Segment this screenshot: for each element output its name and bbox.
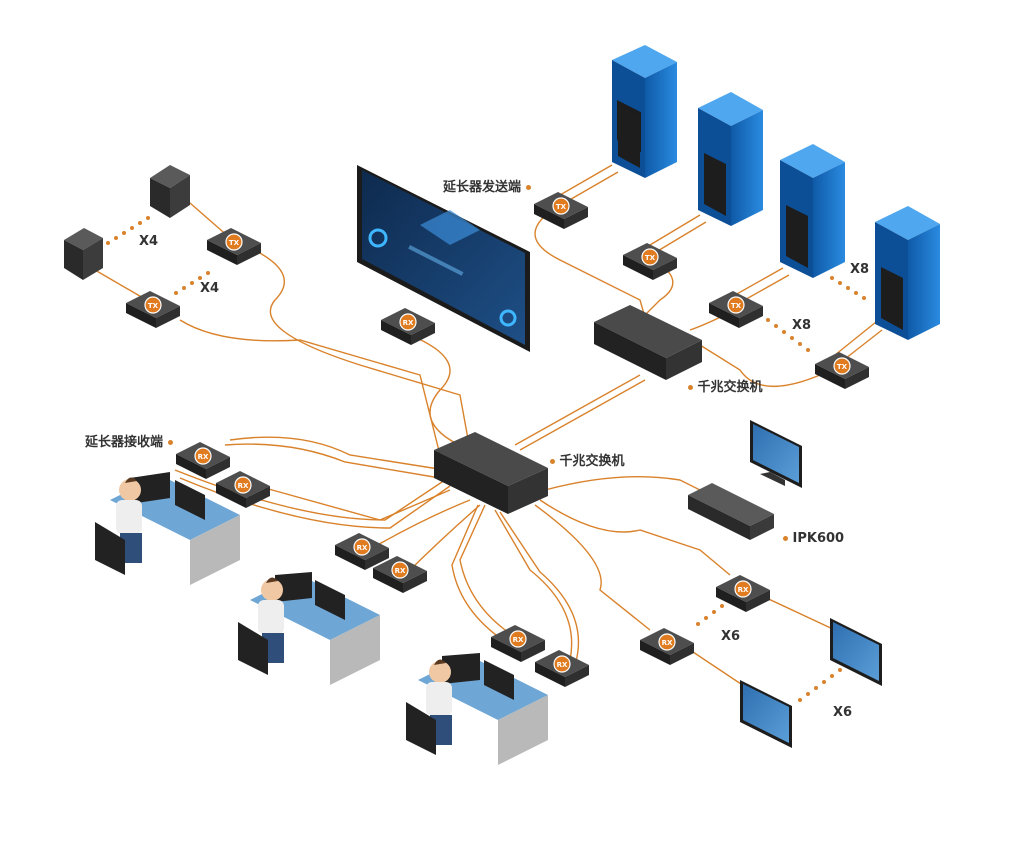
tx-extender-box: TX: [534, 192, 588, 229]
rx-extender-box: RX: [491, 625, 545, 662]
video-wall: [357, 165, 530, 352]
rx-badge-label: RX: [662, 639, 673, 647]
label-switch-main: 千兆交换机: [550, 450, 625, 469]
multiplier-srv2: X8: [792, 318, 812, 333]
rx-badge-icon: [553, 655, 571, 673]
workstation-2: [238, 572, 380, 685]
rx-badge-label: RX: [738, 586, 749, 594]
tx-badge-icon: [727, 296, 745, 314]
tx-badge-icon: [225, 233, 243, 251]
label-tx-end: 延长器发送端: [443, 176, 531, 195]
tx-extender-box: TX: [815, 352, 869, 389]
rx-badge-icon: [734, 580, 752, 598]
workstation-1: [95, 472, 240, 585]
tx-badge-label: TX: [645, 254, 656, 262]
tx-badge-label: TX: [229, 239, 240, 247]
rx-badge-icon: [658, 633, 676, 651]
extender-boxes: TX TX RX TX TX TX TX RX RX RX RX RX RX RX RX: [126, 192, 869, 687]
rx-badge-label: RX: [403, 319, 414, 327]
rx-badge-label: RX: [198, 453, 209, 461]
tx-badge-icon: [144, 296, 162, 314]
rx-badge-label: RX: [357, 544, 368, 552]
rx-extender-box: RX: [535, 650, 589, 687]
rx-extender-box: RX: [176, 442, 230, 479]
tx-extender-box: TX: [623, 243, 677, 280]
monitor: [740, 680, 792, 748]
rx-badge-icon: [194, 447, 212, 465]
monitor: [830, 618, 882, 686]
rx-extender-box: RX: [335, 533, 389, 570]
tx-extender-box: TX: [126, 291, 180, 328]
rx-badge-icon: [399, 313, 417, 331]
rx-badge-icon: [353, 538, 371, 556]
server-doors: [618, 105, 903, 330]
tx-badge-label: TX: [148, 302, 159, 310]
label-ipk600: IPK600: [783, 531, 844, 546]
pc-tower: [64, 228, 103, 280]
rx-badge-icon: [391, 561, 409, 579]
dotted-links: [106, 216, 866, 702]
rx-extender-box: RX: [640, 628, 694, 665]
rx-badge-label: RX: [513, 636, 524, 644]
multiplier-pc2: X4: [200, 281, 220, 296]
multiplier-monitor-right: X6: [833, 705, 853, 720]
rx-extender-box: RX: [381, 308, 435, 345]
tx-extender-box: TX: [207, 228, 261, 265]
tx-badge-icon: [833, 357, 851, 375]
multiplier-rx-right: X6: [721, 629, 741, 644]
switch-main: [434, 432, 548, 514]
pc-tower: [150, 165, 190, 218]
rx-badge-label: RX: [395, 567, 406, 575]
rx-badge-icon: [234, 476, 252, 494]
multiplier-srv1: X8: [850, 262, 870, 277]
tx-badge-label: TX: [731, 302, 742, 310]
rx-badge-label: RX: [557, 661, 568, 669]
workstation-3: [406, 653, 548, 765]
tx-badge-label: TX: [837, 363, 848, 371]
rx-extender-box: RX: [373, 556, 427, 593]
rx-extender-box: RX: [716, 575, 770, 612]
tx-badge-icon: [552, 197, 570, 215]
label-rx-end: 延长器接收端: [85, 431, 173, 450]
tx-badge-icon: [641, 248, 659, 266]
switch-top: [594, 305, 702, 380]
ipk600-device: [688, 483, 774, 540]
rx-badge-label: RX: [238, 482, 249, 490]
label-switch-top: 千兆交换机: [688, 376, 763, 395]
rx-badge-icon: [509, 630, 527, 648]
rx-extender-box: RX: [216, 471, 270, 508]
cables: [94, 164, 883, 691]
monitor: [750, 420, 802, 488]
tx-badge-label: TX: [556, 203, 567, 211]
tx-extender-box: TX: [709, 291, 763, 328]
multiplier-pc1: X4: [139, 234, 159, 249]
